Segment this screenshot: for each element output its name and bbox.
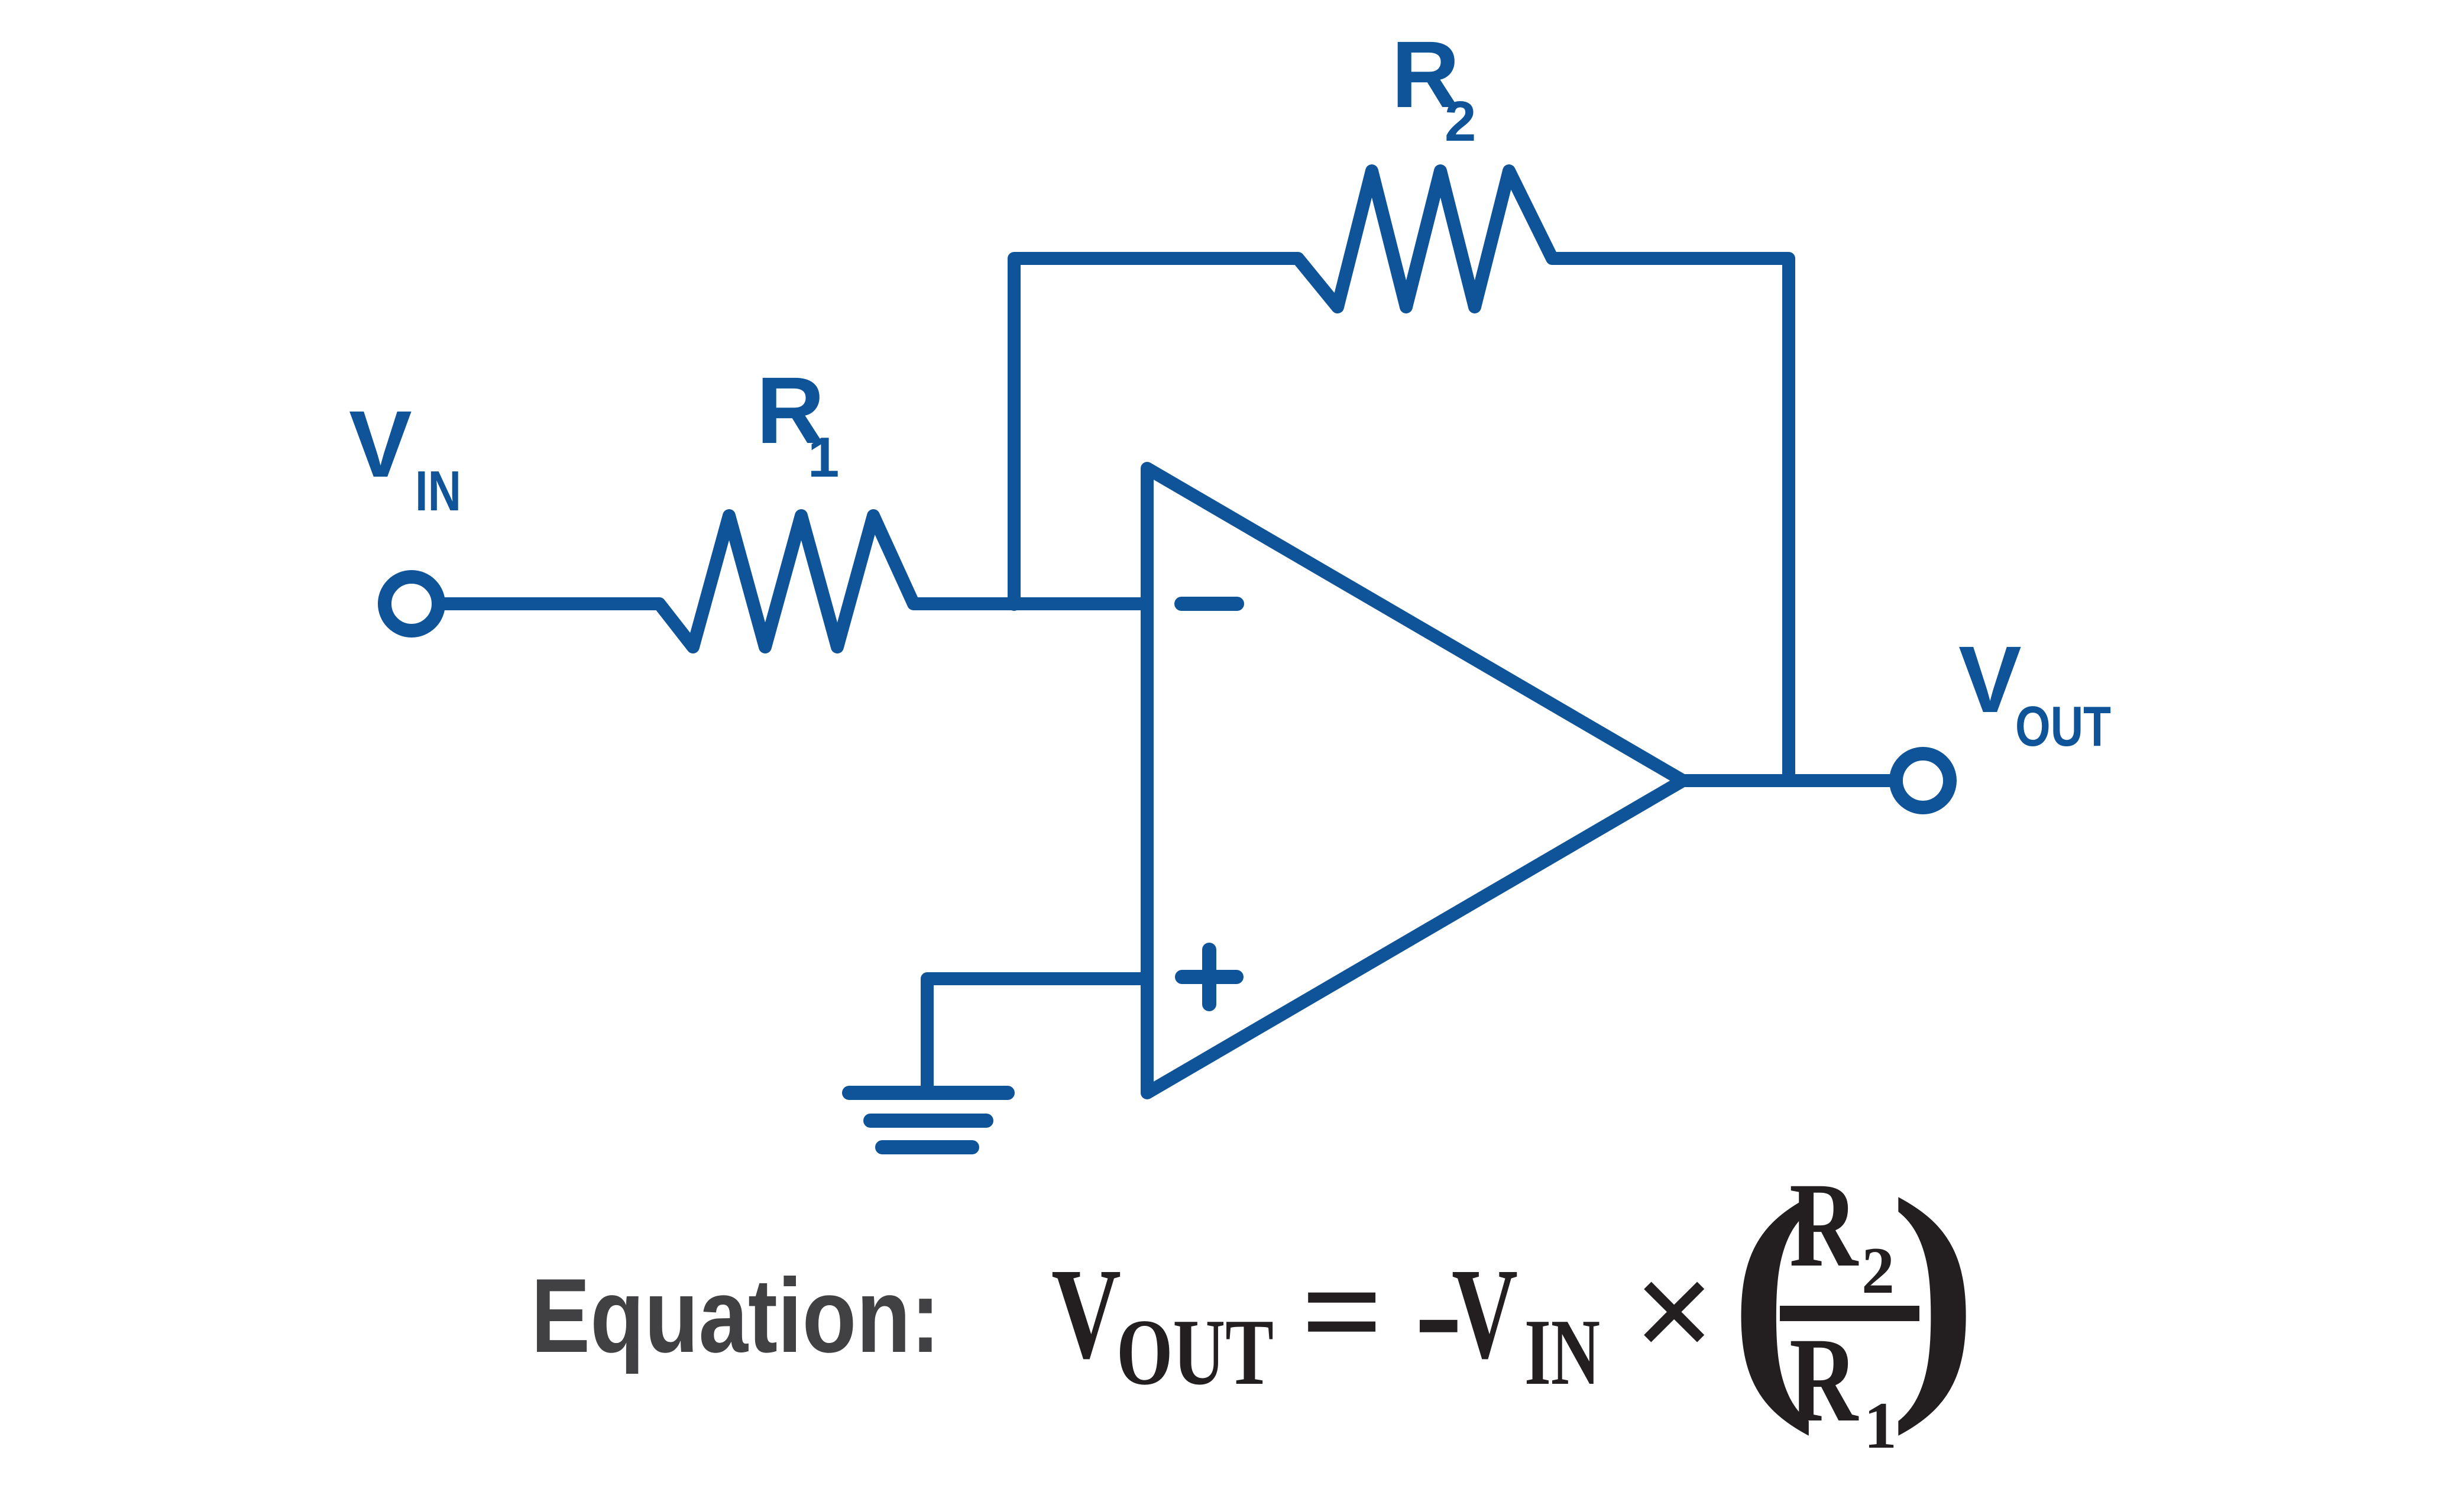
r2-label-subscript: 2 [1445, 90, 1476, 153]
r1-label: R [756, 357, 825, 463]
feedback-loop-resistor-r2 [1008, 164, 1795, 787]
equation-numerator-r: R [1789, 1158, 1859, 1292]
vout-label-subscript: OUT [2015, 695, 2111, 758]
equation-vin: V [1452, 1241, 1518, 1386]
equation-fraction-bar [1780, 1306, 1919, 1321]
ground-icon [842, 1086, 1015, 1154]
equation-formula: V OUT = - V IN × ( R 2 R 1 ) [1051, 1145, 1977, 1462]
equation-caption: Equation: [531, 1257, 940, 1374]
equation-numerator-subscript: 2 [1861, 1234, 1895, 1308]
equation-denominator-r: R [1789, 1313, 1859, 1447]
r2-label: R [1391, 21, 1460, 127]
equation-vin-subscript: IN [1524, 1299, 1600, 1405]
output-terminal-icon [1889, 747, 1957, 814]
vout-label: V [1958, 626, 2022, 732]
noninverting-input-wire [921, 972, 1153, 1098]
r1-label-subscript: 1 [808, 426, 839, 489]
equation-minus-sign: - [1414, 1231, 1463, 1391]
equation-close-paren: ) [1890, 1145, 1977, 1437]
input-wire-resistor-r1 [438, 509, 1153, 653]
equation-multiply-sign: × [1633, 1231, 1716, 1391]
vin-label-subscript: IN [415, 459, 461, 523]
equation-vout: V [1051, 1241, 1121, 1386]
equation-open-paren: ( [1730, 1145, 1817, 1437]
input-terminal-icon [378, 570, 445, 637]
equation-vout-subscript: OUT [1116, 1299, 1274, 1405]
equation-equals-sign: = [1301, 1231, 1384, 1391]
opamp-triangle [1141, 462, 1689, 1099]
vin-label: V [349, 391, 412, 497]
noninverting-input-plus-icon [1175, 943, 1244, 1011]
equation-denominator-subscript: 1 [1864, 1389, 1897, 1462]
